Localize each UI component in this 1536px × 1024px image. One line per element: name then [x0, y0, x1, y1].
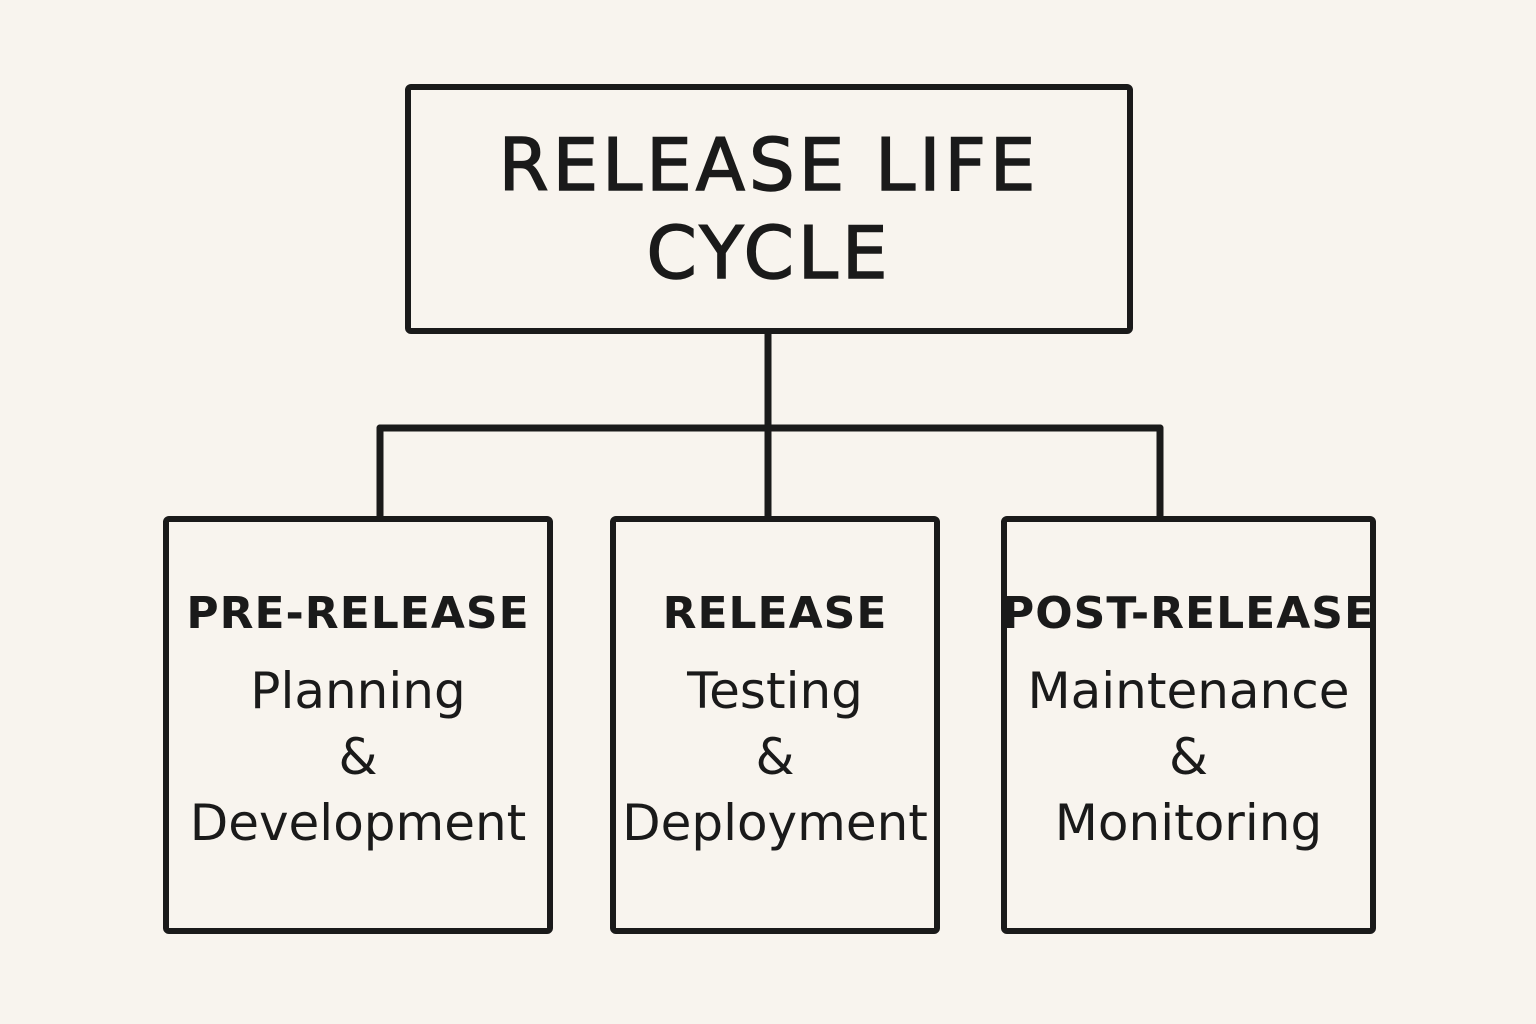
pre-release-line-1: Planning [250, 662, 466, 720]
release-line-1: Testing [687, 662, 863, 720]
post-release-description: Maintenance & Monitoring [1028, 658, 1350, 856]
diagram-title: RELEASE LIFE CYCLE [498, 122, 1040, 296]
pre-release-line-2: & [338, 728, 378, 786]
post-release-line-1: Maintenance [1027, 662, 1350, 720]
release-description: Testing & Deployment [622, 658, 928, 856]
pre-release-description: Planning & Development [190, 658, 527, 856]
release-heading: RELEASE [662, 588, 888, 639]
release-box: RELEASE Testing & Deployment [610, 516, 940, 934]
post-release-heading: POST-RELEASE [1002, 588, 1375, 639]
post-release-line-3: Monitoring [1054, 794, 1323, 852]
post-release-box: POST-RELEASE Maintenance & Monitoring [1001, 516, 1376, 934]
pre-release-line-3: Development [189, 794, 527, 852]
post-release-line-2: & [1169, 728, 1208, 786]
release-line-2: & [755, 728, 795, 786]
release-life-cycle-box: RELEASE LIFE CYCLE [405, 84, 1133, 334]
release-line-3: Deployment [622, 794, 928, 852]
pre-release-heading: PRE-RELEASE [186, 588, 530, 639]
pre-release-box: PRE-RELEASE Planning & Development [163, 516, 553, 934]
